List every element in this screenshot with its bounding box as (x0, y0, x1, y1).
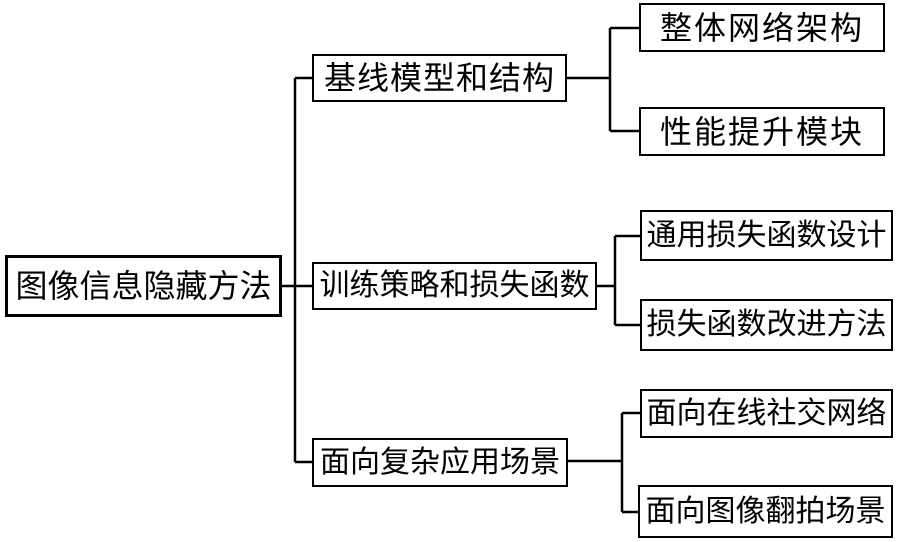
node-baseline-models-structures: 基线模型和结构 (312, 54, 567, 102)
node-complex-application-scenarios: 面向复杂应用场景 (312, 438, 568, 487)
node-image-recapture-scenarios: 面向图像翻拍场景 (638, 485, 893, 538)
node-loss-function-improvement-methods: 损失函数改进方法 (640, 299, 893, 351)
connector-branch2 (596, 234, 641, 327)
node-overall-network-architecture: 整体网络架构 (639, 3, 885, 52)
connector-branch1 (566, 26, 640, 133)
connector-branch3 (567, 411, 641, 514)
node-image-information-hiding-methods: 图像信息隐藏方法 (5, 255, 282, 317)
node-general-loss-function-design: 通用损失函数设计 (640, 210, 893, 261)
connector-root-trunk (281, 76, 313, 464)
node-online-social-networks: 面向在线社交网络 (640, 389, 893, 438)
node-training-strategies-loss-functions: 训练策略和损失函数 (312, 262, 597, 310)
node-performance-improvement-modules: 性能提升模块 (639, 107, 885, 156)
